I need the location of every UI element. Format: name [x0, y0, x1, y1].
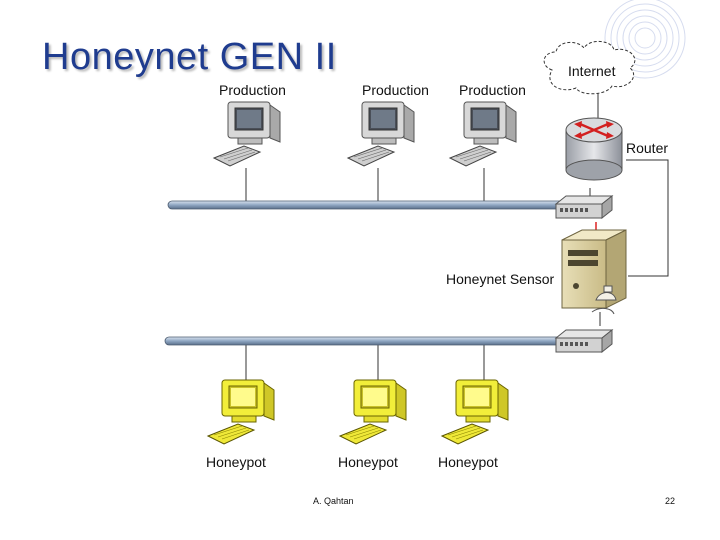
router-label: Router [626, 140, 669, 156]
author-footer: A. Qahtan [313, 496, 354, 506]
production-network-bus [167, 200, 569, 210]
honeypot-label: Honeypot [438, 454, 498, 470]
honeypot-pc-icon [441, 379, 509, 445]
honeynet-sensor-label: Honeynet Sensor [446, 271, 555, 287]
production-pc-icon [347, 101, 415, 167]
honeypot-pc-icon [339, 379, 407, 445]
switch-top [555, 195, 613, 219]
honeypot-label: Honeypot [206, 454, 266, 470]
internet-label: Internet [568, 63, 616, 79]
switch-bottom [555, 329, 613, 353]
cloud-icon [543, 41, 636, 95]
production-label: Production [362, 82, 429, 98]
router-icon [565, 117, 623, 181]
honeypot-pc-icon [207, 379, 275, 445]
production-label: Production [219, 82, 286, 98]
server-icon [561, 229, 627, 315]
production-label: Production [459, 82, 526, 98]
slide-title: Honeynet GEN II [42, 36, 337, 78]
production-pc-icon [449, 101, 517, 167]
production-pc-icon [213, 101, 281, 167]
network-links [245, 90, 669, 380]
honeynet-bus [164, 336, 566, 346]
honeypot-label: Honeypot [338, 454, 398, 470]
page-number: 22 [665, 496, 676, 506]
